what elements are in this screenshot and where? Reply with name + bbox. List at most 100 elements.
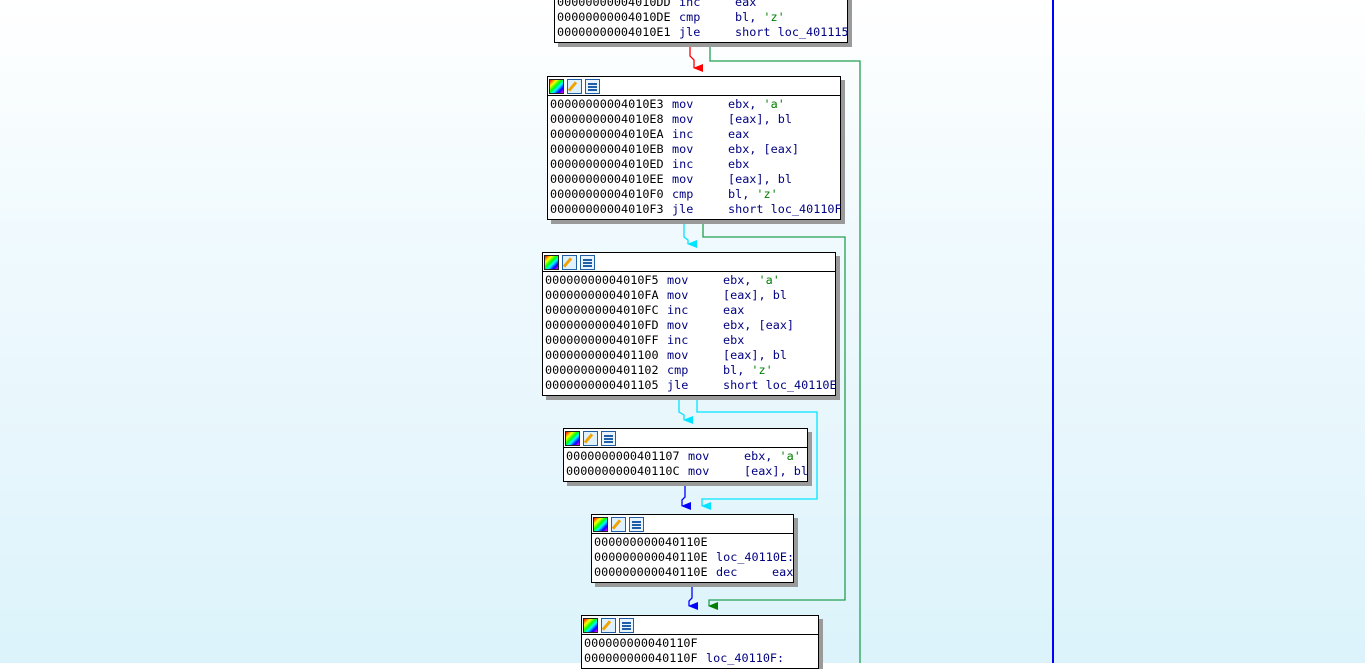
asm-operand: [eax], bl: [744, 464, 808, 478]
asm-address: 000000000040110F: [584, 636, 698, 650]
asm-operand: bl,: [723, 363, 752, 377]
asm-mnemonic: inc: [672, 127, 694, 141]
asm-mnemonic: cmp: [667, 363, 689, 377]
graph-overview-icon[interactable]: [585, 78, 600, 94]
rename-pencil-icon[interactable]: [601, 617, 616, 633]
asm-operand: ebx, [eax]: [723, 318, 795, 332]
asm-operands: eax: [735, 0, 756, 10]
rename-pencil-icon[interactable]: [567, 78, 582, 94]
asm-line[interactable]: 000000000040110C mov [eax], bl: [566, 464, 808, 479]
asm-operand: eax: [728, 127, 750, 141]
asm-operand: [eax], bl: [723, 288, 787, 302]
graph-overview-icon[interactable]: [619, 617, 634, 633]
asm-operand: eax: [772, 565, 794, 579]
asm-mnemonic: mov: [688, 464, 710, 478]
color-palette-icon[interactable]: [583, 617, 598, 633]
asm-mnemonic: mov: [672, 112, 694, 126]
color-palette-icon[interactable]: [544, 254, 559, 270]
edge-block5-block6: [688, 586, 698, 610]
asm-address: 00000000004010E3: [550, 97, 664, 111]
asm-operands: eax: [772, 565, 793, 580]
asm-mnemonic: mov: [672, 97, 694, 111]
asm-mnemonic: mov: [667, 318, 689, 332]
asm-mnemonic: jle: [667, 378, 689, 392]
edge-block4-block5: [681, 485, 691, 510]
asm-address: 0000000000401107: [566, 449, 680, 463]
asm-line[interactable]: 000000000040110F: [584, 636, 816, 651]
asm-line[interactable]: 0000000000401105 jle short loc_40110E: [545, 378, 837, 393]
asm-operands: [eax], bl: [744, 464, 808, 479]
rename-pencil-icon[interactable]: [583, 430, 598, 446]
color-palette-icon[interactable]: [549, 78, 564, 94]
asm-string-literal: 'z': [763, 10, 785, 24]
asm-address: 0000000000401105: [545, 378, 659, 392]
asm-mnemonic: inc: [672, 157, 694, 171]
asm-label: loc_40110E:: [716, 550, 795, 564]
asm-operands: ebx, 'a': [723, 273, 780, 288]
asm-address: 00000000004010FC: [545, 303, 659, 317]
asm-line[interactable]: 000000000040110E: [594, 535, 791, 550]
color-palette-icon[interactable]: [593, 516, 608, 532]
asm-operand: eax: [723, 303, 745, 317]
asm-operand: eax: [735, 0, 757, 9]
asm-operands: short loc_401115: [735, 25, 849, 40]
asm-operands: eax: [723, 303, 744, 318]
rename-pencil-icon[interactable]: [562, 254, 577, 270]
rename-pencil-icon[interactable]: [611, 516, 626, 532]
edge-block3-block4: [678, 400, 693, 424]
node-header: [582, 616, 818, 635]
asm-address: 00000000004010F5: [545, 273, 659, 287]
asm-mnemonic: inc: [667, 303, 689, 317]
asm-operand: [eax], bl: [728, 172, 792, 186]
asm-mnemonic: cmp: [672, 187, 694, 201]
node-header: [548, 77, 840, 96]
asm-line[interactable]: 00000000004010EA inc eax: [550, 127, 838, 142]
asm-address: 0000000000401100: [545, 348, 659, 362]
asm-line[interactable]: 00000000004010E3 mov ebx, 'a': [550, 97, 838, 112]
asm-operand: ebx: [723, 333, 745, 347]
asm-label: loc_40110F:: [706, 651, 785, 665]
edge-block2-block3: [683, 223, 697, 248]
asm-mnemonic: jle: [672, 202, 694, 216]
asm-operands: [eax], bl: [728, 172, 792, 187]
asm-operands: short loc_40110E: [723, 378, 837, 393]
asm-line[interactable]: 00000000004010FC inc eax: [545, 303, 833, 318]
asm-address: 000000000040110C: [566, 464, 680, 478]
graph-overview-icon[interactable]: [580, 254, 595, 270]
graph-overview-icon[interactable]: [601, 430, 616, 446]
asm-mnemonic: jle: [679, 25, 701, 39]
edge-block1-block2: [689, 46, 703, 72]
asm-address: 00000000004010EA: [550, 127, 664, 141]
graph-overview-icon[interactable]: [629, 516, 644, 532]
asm-operands: ebx, 'a': [728, 97, 785, 112]
color-palette-icon[interactable]: [565, 430, 580, 446]
asm-address: 000000000040110E: [594, 535, 708, 549]
